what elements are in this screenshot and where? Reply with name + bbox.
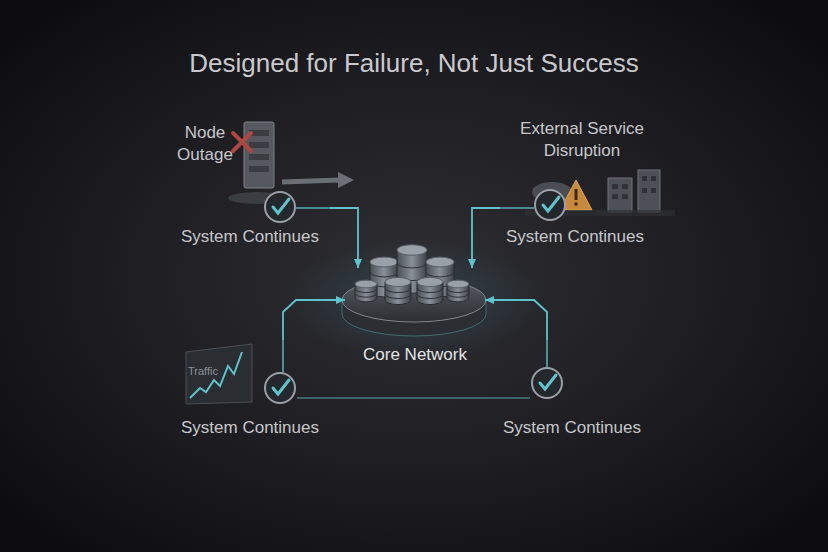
database-cylinder — [385, 277, 411, 304]
connector-arrow — [283, 300, 345, 340]
connector-arrow — [472, 208, 500, 268]
database-cylinder — [447, 280, 469, 302]
check-circle — [532, 368, 562, 398]
core-glow — [284, 240, 544, 360]
check-circle — [265, 373, 295, 403]
check-circle — [265, 190, 565, 403]
check-circle — [535, 190, 565, 220]
core-node: Core Network — [345, 268, 485, 370]
database-cylinders — [355, 245, 469, 305]
node-label: External Service Disruption — [507, 118, 657, 162]
failure-scenario: TrafficSystem Continues — [170, 340, 330, 445]
status-label: System Continues — [175, 417, 325, 439]
node-label: Core Network — [345, 344, 485, 366]
node-label: Traffic — [188, 364, 238, 378]
connector-arrow — [330, 208, 358, 268]
failure-scenario: System Continues — [495, 340, 650, 445]
connector-arrow — [485, 300, 547, 340]
status-label: System Continues — [175, 226, 325, 248]
status-label: System Continues — [500, 226, 650, 248]
traffic-chart — [186, 344, 252, 404]
failure-scenario: Node OutageSystem Continues — [170, 118, 330, 252]
database-cylinder — [417, 277, 443, 304]
failure-scenario: External Service DisruptionSystem Contin… — [500, 114, 690, 252]
diagram-title: Designed for Failure, Not Just Success — [0, 48, 828, 79]
status-label: System Continues — [497, 417, 647, 439]
database-cylinder — [355, 280, 377, 302]
check-circle — [265, 192, 295, 222]
server-icon — [228, 122, 354, 204]
node-label: Node Outage — [170, 122, 240, 166]
